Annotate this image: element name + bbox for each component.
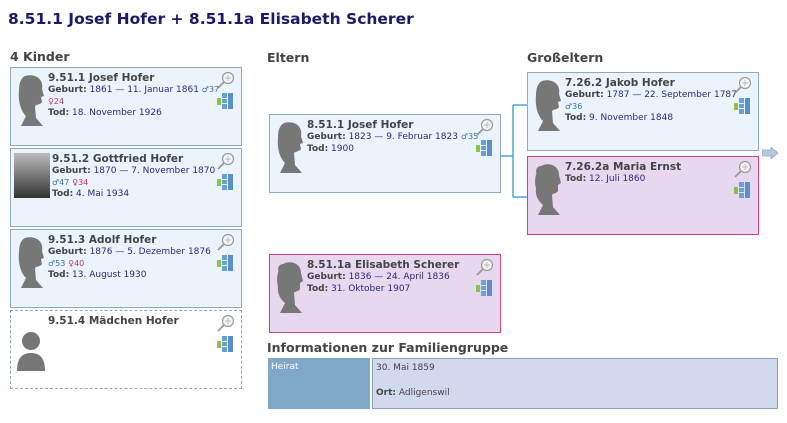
mother-age: ♀40 [68, 259, 85, 268]
birth-value: 1823 — 9. Februar 1823 [348, 132, 458, 142]
male-silhouette-icon [534, 79, 562, 131]
female-silhouette-icon [276, 261, 304, 313]
family-tree-icon[interactable] [476, 140, 492, 156]
birth-value: 1787 — 22. September 1787 [606, 90, 737, 100]
event-details: 30. Mai 1859 Ort: Adligenswil [372, 358, 778, 409]
birth-value: 1876 — 5. Dezember 1876 [89, 247, 211, 257]
tree-connector [500, 104, 527, 198]
birth-label: Geburt: [48, 85, 87, 95]
person-name[interactable]: 8.51.1 Josef Hofer [307, 119, 414, 131]
family-tree-icon[interactable] [217, 336, 233, 352]
child-card[interactable]: 9.51.1 Josef Hofer Geburt: 1861 — 11. Ja… [10, 67, 242, 146]
magnifier-icon[interactable] [476, 118, 494, 136]
male-silhouette-icon [276, 121, 304, 173]
mother-age: ♀34 [72, 178, 89, 187]
place-label: Ort: [376, 388, 396, 398]
magnifier-icon[interactable] [734, 160, 752, 178]
death-value: 12. Juli 1860 [589, 174, 646, 184]
death-value: 31. Oktober 1907 [331, 284, 411, 294]
child-card[interactable]: 9.51.4 Mädchen Hofer [10, 310, 242, 389]
magnifier-icon[interactable] [734, 76, 752, 94]
father-age: ♂35 [460, 132, 479, 141]
death-label: Tod: [565, 113, 587, 123]
death-value: 18. November 1926 [72, 108, 162, 118]
children-heading: 4 Kinder [10, 49, 70, 64]
magnifier-icon[interactable] [476, 258, 494, 276]
event-label: Heirat [268, 358, 370, 409]
person-name[interactable]: 8.51.1a Elisabeth Scherer [307, 259, 460, 271]
father-age: ♂36 [565, 102, 583, 111]
female-silhouette-icon [534, 163, 562, 215]
death-value: 13. August 1930 [72, 270, 147, 280]
magnifier-icon[interactable] [217, 152, 235, 170]
arrow-right-icon[interactable] [762, 147, 779, 159]
unknown-person-icon [17, 319, 45, 371]
person-name[interactable]: 9.51.1 Josef Hofer [48, 72, 155, 84]
family-tree-icon[interactable] [734, 98, 750, 114]
person-name[interactable]: 7.26.2 Jakob Hofer [565, 77, 675, 89]
person-name[interactable]: 9.51.4 Mädchen Hofer [48, 315, 179, 327]
birth-label: Geburt: [565, 90, 604, 100]
death-label: Tod: [307, 144, 329, 154]
grandmother-card[interactable]: 7.26.2a Maria Ernst Tod: 12. Juli 1860 [527, 156, 759, 235]
father-age: ♂53 [48, 259, 66, 268]
death-value: 1900 [331, 144, 354, 154]
birth-label: Geburt: [48, 247, 87, 257]
birth-value: 1836 — 24. April 1836 [348, 272, 450, 282]
family-tree-icon[interactable] [476, 280, 492, 296]
death-label: Tod: [52, 189, 74, 199]
death-label: Tod: [48, 108, 70, 118]
person-name[interactable]: 9.51.3 Adolf Hofer [48, 234, 157, 246]
birth-value: 1870 — 7. November 1870 [93, 166, 216, 176]
death-label: Tod: [48, 270, 70, 280]
child-card[interactable]: 9.51.3 Adolf Hofer Geburt: 1876 — 5. Dez… [10, 229, 242, 308]
male-silhouette-icon [17, 74, 45, 126]
mother-age: ♀24 [48, 97, 65, 106]
death-label: Tod: [307, 284, 329, 294]
child-card[interactable]: 9.51.2 Gottfried Hofer Geburt: 1870 — 7.… [10, 148, 242, 227]
magnifier-icon[interactable] [217, 314, 235, 332]
male-silhouette-icon [17, 236, 45, 288]
death-label: Tod: [565, 174, 587, 184]
family-tree-icon[interactable] [217, 255, 233, 271]
death-value: 9. November 1848 [589, 113, 674, 123]
family-tree-icon[interactable] [734, 182, 750, 198]
grandparents-heading: Großeltern [527, 50, 604, 65]
event-date: 30. Mai 1859 [376, 363, 435, 373]
death-value: 4. Mai 1934 [76, 189, 130, 199]
family-tree-icon[interactable] [217, 93, 233, 109]
mother-card[interactable]: 8.51.1a Elisabeth Scherer Geburt: 1836 —… [269, 254, 501, 333]
person-name[interactable]: 7.26.2a Maria Ernst [565, 161, 682, 173]
father-age: ♂47 [52, 178, 70, 187]
parents-heading: Eltern [267, 50, 310, 65]
birth-label: Geburt: [52, 166, 91, 176]
event-place: Adligenswil [398, 388, 450, 398]
magnifier-icon[interactable] [217, 233, 235, 251]
birth-value: 1861 — 11. Januar 1861 [89, 85, 199, 95]
grandfather-card[interactable]: 7.26.2 Jakob Hofer Geburt: 1787 — 22. Se… [527, 72, 759, 151]
birth-label: Geburt: [307, 272, 346, 282]
father-card[interactable]: 8.51.1 Josef Hofer Geburt: 1823 — 9. Feb… [269, 114, 501, 193]
page-title: 8.51.1 Josef Hofer + 8.51.1a Elisabeth S… [8, 10, 414, 28]
father-age: ♂37 [201, 85, 220, 94]
birth-label: Geburt: [307, 132, 346, 142]
family-tree-icon[interactable] [217, 174, 233, 190]
family-info-heading: Informationen zur Familiengruppe [267, 340, 509, 355]
magnifier-icon[interactable] [217, 71, 235, 89]
person-photo [14, 153, 50, 198]
person-name[interactable]: 9.51.2 Gottfried Hofer [52, 153, 184, 165]
